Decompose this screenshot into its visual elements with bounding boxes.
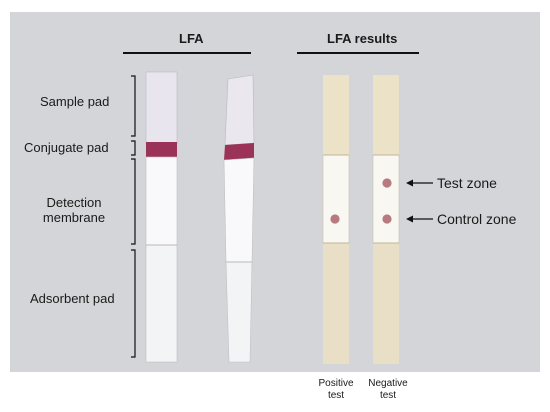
caption-positive-line1: Positive	[318, 378, 354, 389]
test-zone-arrow	[406, 179, 433, 187]
caption-positive-test: Positive test	[308, 378, 364, 402]
label-detection-membrane: Detection membrane	[34, 195, 114, 225]
lfa-strip-2	[223, 74, 255, 363]
caption-negative-line2: test	[379, 390, 397, 401]
caption-positive-line2: test	[327, 390, 345, 401]
photo-background-panel	[10, 12, 540, 372]
label-detection-line1: Detection	[46, 195, 102, 210]
caption-negative-test: Negative test	[360, 378, 416, 402]
label-conjugate-pad: Conjugate pad	[24, 140, 109, 155]
label-control-zone: Control zone	[437, 211, 517, 227]
conjugate-pad-bracket	[131, 140, 136, 156]
header-lfa-underline	[123, 52, 251, 54]
negative-test-dot	[382, 178, 392, 188]
header-lfa-results-underline	[297, 52, 419, 54]
label-detection-line2: membrane	[42, 210, 106, 225]
label-adsorbent-pad: Adsorbent pad	[30, 291, 115, 306]
conjugate-band-2	[224, 143, 254, 160]
positive-control-dot	[330, 214, 340, 224]
negative-test-strip	[372, 75, 400, 364]
positive-test-strip	[322, 75, 350, 364]
control-zone-arrow	[406, 215, 433, 223]
lfa-strip-1	[145, 71, 178, 363]
caption-negative-line1: Negative	[368, 378, 408, 389]
sample-pad-bracket	[131, 75, 136, 137]
label-sample-pad: Sample pad	[40, 94, 110, 109]
detection-membrane-bracket	[131, 158, 136, 245]
negative-control-dot	[382, 214, 392, 224]
label-test-zone: Test zone	[437, 175, 497, 191]
header-lfa-results: LFA results	[327, 31, 398, 46]
adsorbent-pad-bracket	[131, 249, 136, 358]
conjugate-band-1	[146, 142, 177, 157]
header-lfa: LFA	[179, 31, 204, 46]
